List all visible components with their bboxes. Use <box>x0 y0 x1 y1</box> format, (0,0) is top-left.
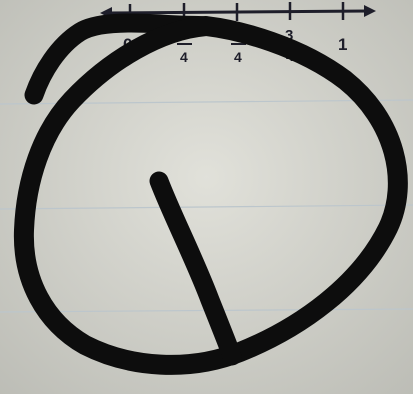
label-2-denominator: 4 <box>234 49 242 65</box>
label-1-denominator: 4 <box>180 49 188 65</box>
label-4: 1 <box>338 35 347 54</box>
